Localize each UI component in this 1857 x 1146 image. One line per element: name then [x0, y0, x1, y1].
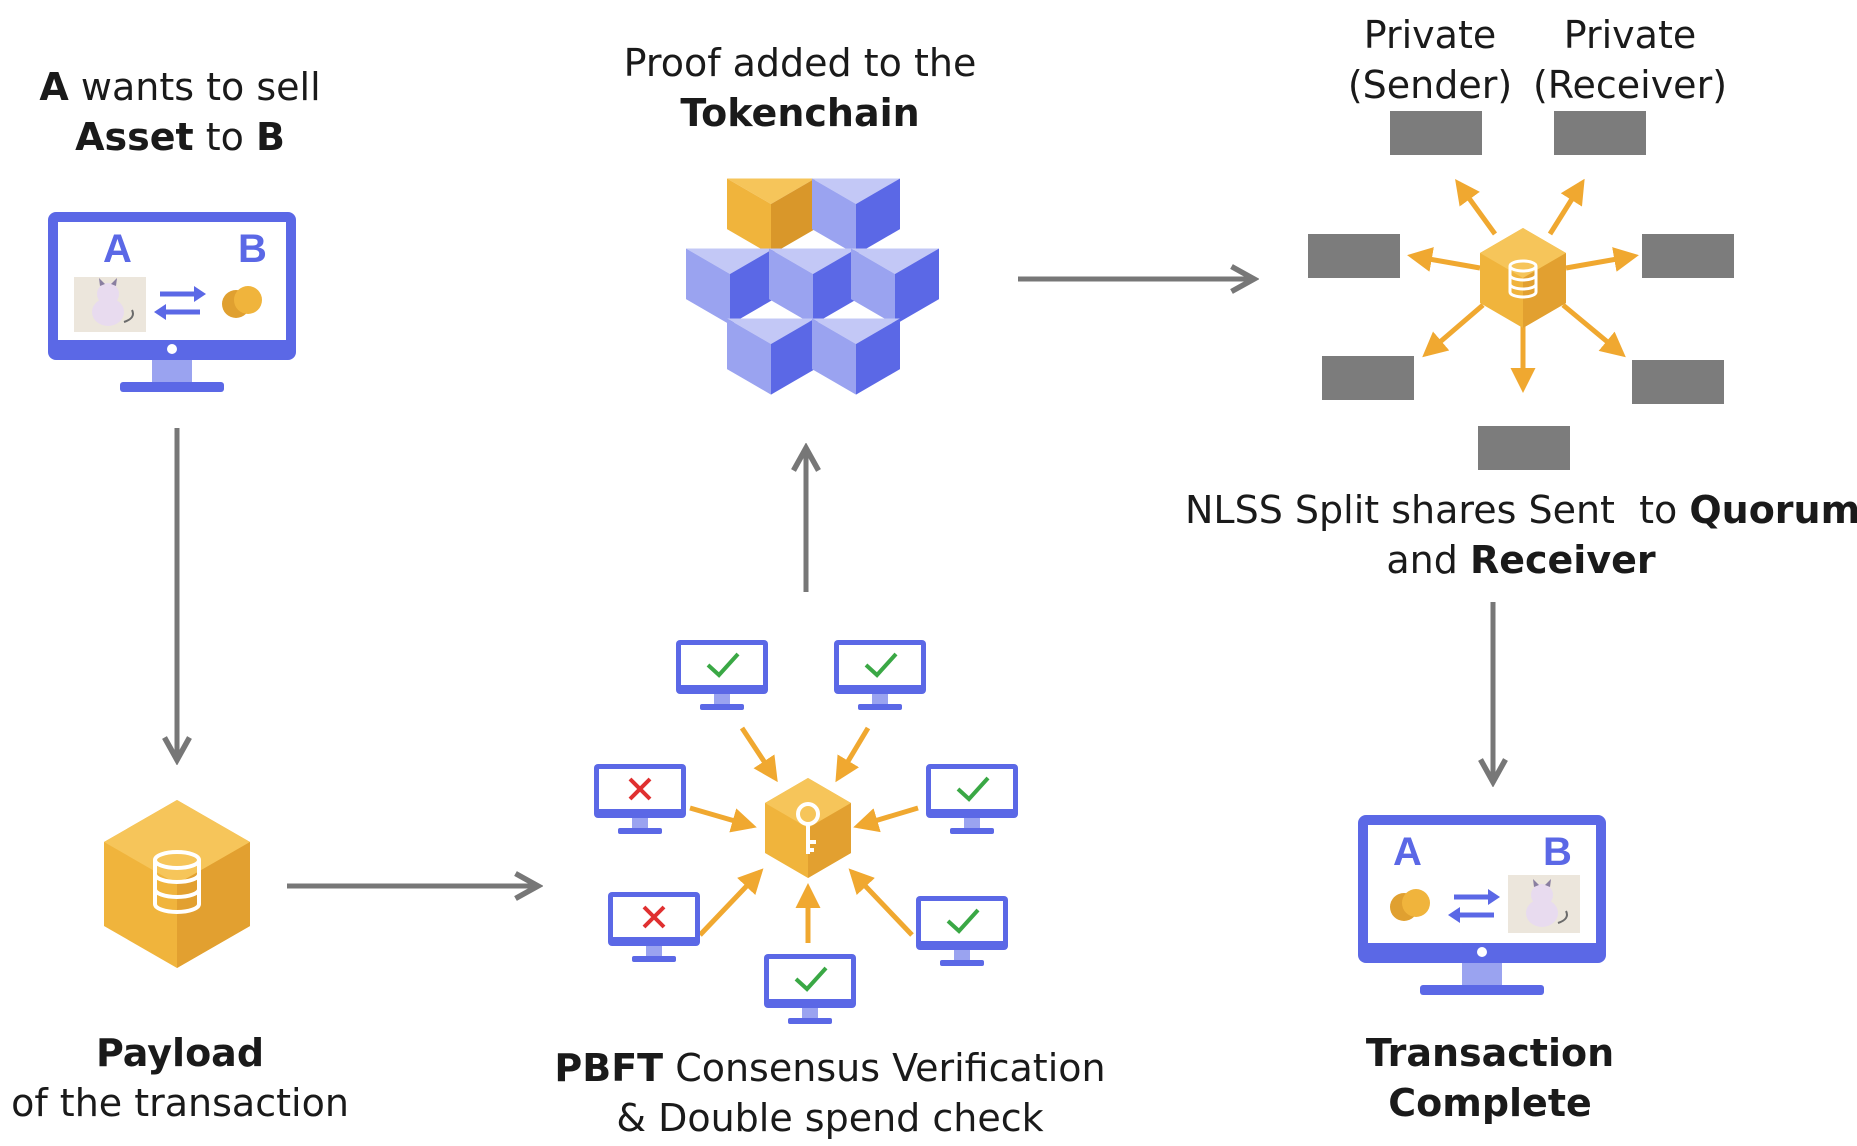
cube-icon [812, 178, 900, 255]
monitor-complete-icon: A B [1358, 815, 1606, 995]
step2-label: Payload of the transaction [0, 1028, 360, 1128]
monitor-start-icon: A B [48, 212, 296, 392]
cube-icon [769, 248, 857, 325]
asset-cat-icon [1508, 875, 1580, 933]
payload-subtitle: of the transaction [11, 1081, 349, 1125]
coins-icon [222, 286, 262, 318]
cube-icon [727, 178, 815, 255]
double-spend-text: & Double spend check [616, 1096, 1044, 1140]
pbft-bold: PBFT [554, 1046, 664, 1090]
step3-label: PBFT Consensus Verification & Double spe… [540, 1043, 1120, 1143]
cube-icon [812, 318, 900, 395]
and-text: and [1386, 538, 1470, 582]
step1-bold-b: B [255, 115, 285, 159]
nlss-text: NLSS Split shares Sent to [1185, 488, 1690, 532]
validator-monitor-icon [926, 764, 1018, 834]
check-icon [946, 908, 980, 934]
private-receiver-label: Private (Receiver) [1520, 10, 1740, 110]
tokenchain-cubes-icon [686, 178, 939, 395]
cube-icon [851, 248, 939, 325]
validator-monitor-icon [608, 892, 700, 962]
validator-monitor-icon [764, 954, 856, 1024]
asset-cat-icon [74, 277, 146, 332]
validator-monitor-icon [676, 640, 768, 710]
pbft-key-icon [765, 778, 851, 878]
proof-text: Proof added to the [623, 41, 977, 85]
step6-label: Transaction Complete [1340, 1028, 1640, 1128]
cross-icon [628, 777, 652, 801]
share-block-quorum [1632, 360, 1724, 404]
validator-monitor-icon [834, 640, 926, 710]
share-block-quorum [1322, 356, 1414, 400]
validator-monitor-icon [916, 896, 1008, 966]
pbft-text: Consensus Verification [663, 1046, 1106, 1090]
step1-label: A wants to sell Asset to B [20, 62, 340, 162]
private-sender-line2: (Sender) [1347, 63, 1513, 107]
monitor-start-label-b: B [238, 227, 267, 271]
nlss-arrows [1407, 178, 1639, 393]
validator-monitor-icon [594, 764, 686, 834]
private-sender-label: Private (Sender) [1330, 10, 1530, 110]
private-sender-line1: Private [1363, 13, 1497, 57]
check-icon [706, 652, 740, 678]
nlss-share-blocks [1308, 111, 1734, 470]
pbft-arrows [689, 726, 919, 943]
share-block-quorum [1478, 426, 1570, 470]
share-block-private-sender [1390, 111, 1482, 155]
monitor-complete-label-b: B [1543, 830, 1572, 874]
private-receiver-line1: Private [1563, 13, 1697, 57]
step1-bold-a: A [39, 65, 69, 109]
payload-database-icon [104, 800, 250, 968]
check-icon [794, 966, 828, 992]
cross-icon [642, 905, 666, 929]
monitor-start-label-a: A [103, 227, 132, 271]
step4-label: Proof added to the Tokenchain [590, 38, 1010, 138]
complete-bold: Complete [1388, 1081, 1592, 1125]
share-block-quorum [1642, 234, 1734, 278]
step1-to: to [193, 115, 256, 159]
validator-group [594, 640, 1018, 1024]
check-icon [864, 652, 898, 678]
cube-icon [686, 248, 774, 325]
step5-label: NLSS Split shares Sent to Quorum and Rec… [1185, 485, 1857, 585]
step1-text: wants to sell [68, 65, 321, 109]
exchange-arrows-icon [154, 286, 206, 320]
coins-icon [1390, 889, 1430, 921]
share-block-private-receiver [1554, 111, 1646, 155]
step1-bold-asset: Asset [75, 115, 194, 159]
cube-icon [727, 318, 815, 395]
tokenchain-bold: Tokenchain [680, 91, 920, 135]
private-receiver-line2: (Receiver) [1532, 63, 1728, 107]
monitor-complete-label-a: A [1393, 830, 1422, 874]
exchange-arrows-icon [1448, 889, 1500, 923]
share-block-quorum [1308, 234, 1400, 278]
check-icon [956, 776, 990, 802]
payload-title: Payload [95, 1031, 265, 1075]
nlss-database-icon [1480, 228, 1566, 328]
receiver-bold: Receiver [1469, 538, 1656, 582]
quorum-bold: Quorum [1689, 488, 1857, 532]
transaction-bold: Transaction [1365, 1031, 1615, 1075]
